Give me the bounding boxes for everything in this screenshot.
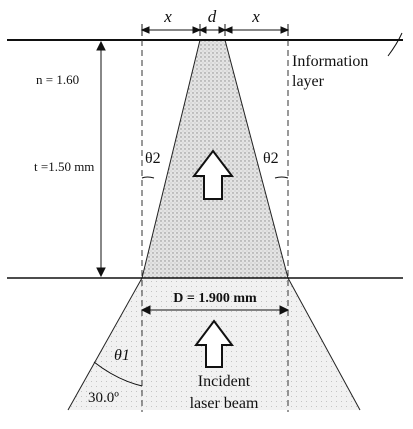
label-thickness: t =1.50 mm xyxy=(34,159,94,174)
dimension-d xyxy=(198,26,227,34)
theta2-left-arc xyxy=(141,176,155,179)
label-theta2-left: θ2 xyxy=(145,150,161,167)
label-d: d xyxy=(208,7,217,26)
label-x-left: x xyxy=(163,7,172,26)
label-refractive-index: n = 1.60 xyxy=(36,72,79,87)
label-beam-width: D = 1.900 mm xyxy=(173,291,257,306)
label-theta2-right: θ2 xyxy=(263,150,279,167)
label-incident-line2: laser beam xyxy=(190,395,259,412)
theta2-right-arc xyxy=(274,176,289,179)
label-x-right: x xyxy=(251,7,260,26)
beam-width-dimension xyxy=(140,305,290,315)
label-information-layer-line1: Information xyxy=(292,53,368,70)
thickness-dimension xyxy=(96,40,106,278)
incident-beam-edge-right xyxy=(287,277,361,411)
dimension-x-left xyxy=(140,26,202,34)
theta1-arc xyxy=(93,361,143,387)
upward-arrow-incident xyxy=(194,319,234,368)
label-incidence-angle: 30.0º xyxy=(88,390,119,406)
upward-arrow-in-disc xyxy=(191,149,235,200)
label-incident-line1: Incident xyxy=(198,373,251,390)
dimension-x-right xyxy=(223,26,290,34)
incident-beam-edge-left xyxy=(67,277,143,411)
label-information-layer-line2: layer xyxy=(292,73,325,90)
label-theta1: θ1 xyxy=(114,347,130,364)
information-layer-leader xyxy=(387,32,403,57)
